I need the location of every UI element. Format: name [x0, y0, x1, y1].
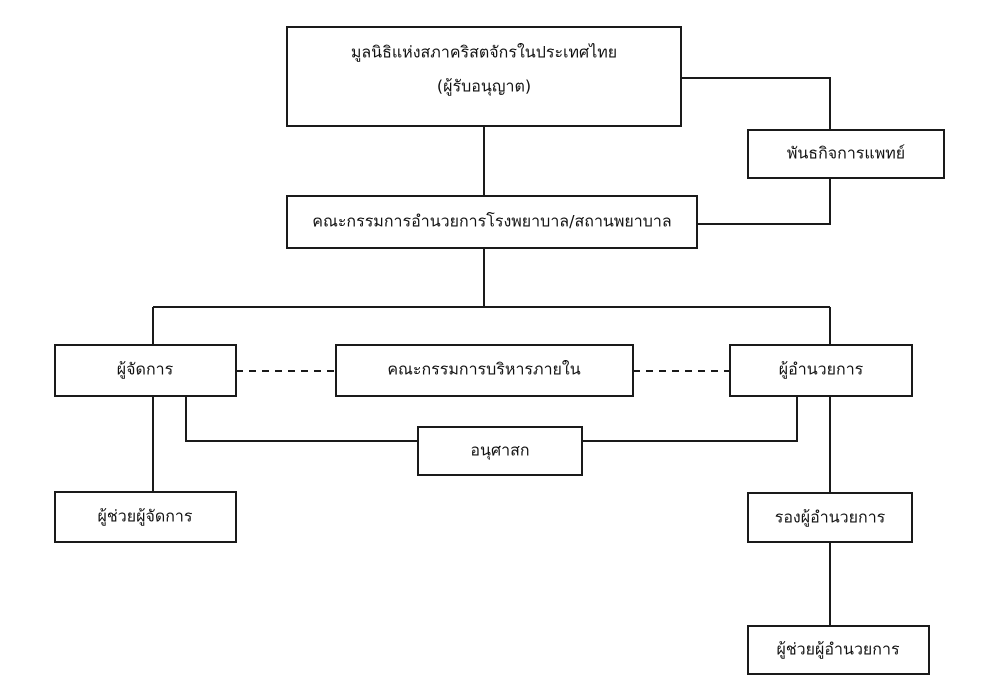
chaplain-node: อนุศาสก [417, 426, 583, 476]
connector-mission-to-board [697, 178, 831, 225]
hospital-board-node: คณะกรรมการอำนวยการโรงพยาบาล/สถานพยาบาล [286, 195, 698, 249]
director-label: ผู้อำนวยการ [779, 360, 864, 380]
chaplain-label: อนุศาสก [470, 441, 529, 461]
connector-foundation-to-mission [681, 77, 831, 130]
internal-committee-label: คณะกรรมการบริหารภายใน [387, 360, 580, 379]
medical-mission-node: พันธกิจการแพทย์ [747, 129, 945, 179]
connector-director-to-chaplain [582, 396, 798, 442]
manager-label: ผู้จัดการ [117, 360, 174, 380]
foundation-node: มูลนิธิแห่งสภาคริสตจักรในประเทศไทย (ผู้ร… [286, 26, 682, 127]
deputy-director-label: รองผู้อำนวยการ [775, 508, 886, 528]
foundation-name: มูลนิธิแห่งสภาคริสตจักรในประเทศไทย [351, 43, 617, 63]
assistant-director-label: ผู้ช่วยผู้อำนวยการ [776, 640, 900, 660]
assistant-manager-label: ผู้ช่วยผู้จัดการ [98, 507, 193, 527]
hospital-board-label: คณะกรรมการอำนวยการโรงพยาบาล/สถานพยาบาล [312, 212, 671, 231]
manager-node: ผู้จัดการ [54, 344, 237, 397]
director-node: ผู้อำนวยการ [729, 344, 913, 397]
deputy-director-node: รองผู้อำนวยการ [747, 492, 913, 543]
internal-committee-node: คณะกรรมการบริหารภายใน [335, 344, 634, 397]
connectors [152, 77, 831, 626]
connector-manager-to-chaplain [185, 396, 418, 442]
medical-mission-label: พันธกิจการแพทย์ [787, 144, 905, 163]
foundation-role: (ผู้รับอนุญาต) [437, 77, 531, 97]
assistant-manager-node: ผู้ช่วยผู้จัดการ [54, 491, 237, 543]
assistant-director-node: ผู้ช่วยผู้อำนวยการ [747, 625, 930, 675]
